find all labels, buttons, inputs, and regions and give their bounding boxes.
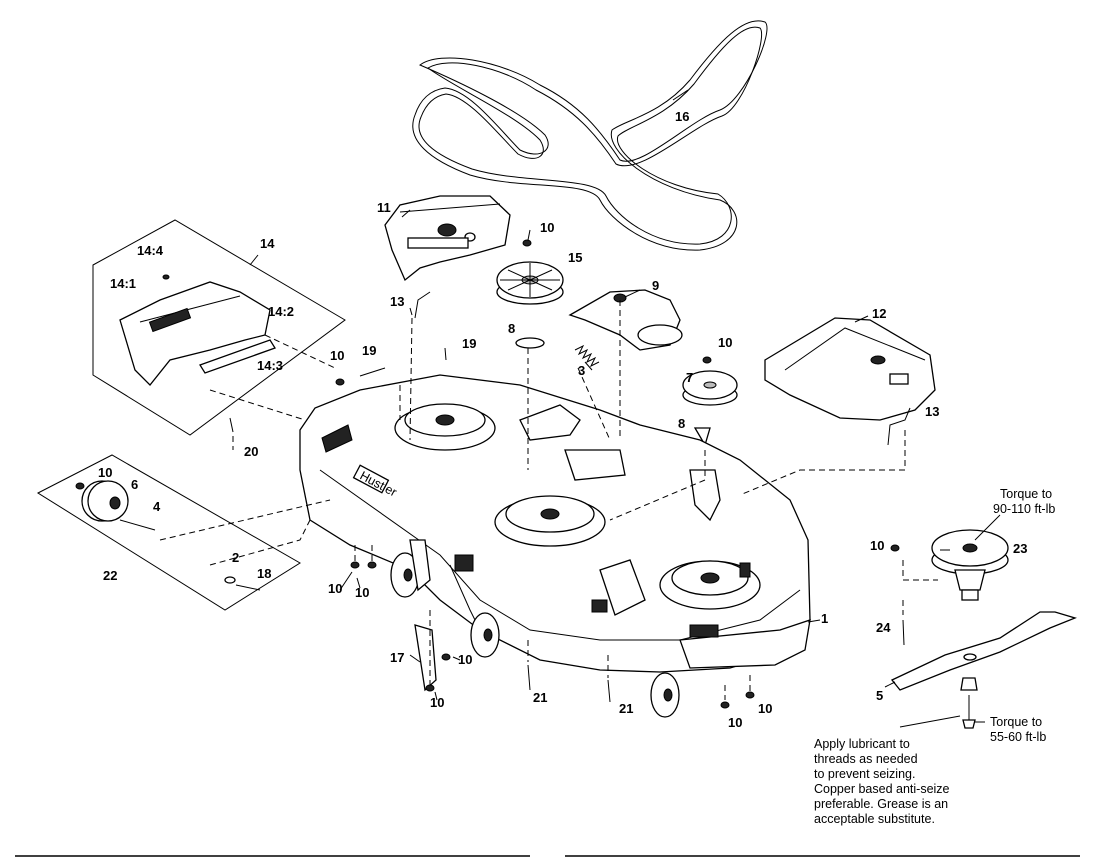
callout-14-4: 14:4	[137, 243, 164, 258]
callout-2: 2	[232, 550, 239, 565]
callout-10: 10	[458, 652, 472, 667]
front-cover-assembly-box	[92, 219, 346, 436]
left-belt-cover	[384, 195, 511, 282]
lubricant-note-line2: threads as needed	[814, 752, 918, 766]
lubricant-note-line4: Copper based anti-seize	[814, 782, 950, 796]
nut-10	[745, 691, 755, 699]
washer-8a	[515, 337, 545, 349]
callout-22: 22	[103, 568, 117, 583]
nut-10	[702, 356, 712, 364]
bolt-21a	[527, 664, 531, 691]
mower-blade	[890, 611, 1077, 691]
bolt-21b	[607, 679, 611, 703]
callout-1: 1	[821, 611, 828, 626]
deck-gauge-wheels	[390, 539, 680, 718]
torque-note-bolt-line1: Torque to	[990, 715, 1042, 729]
callout-9: 9	[652, 278, 659, 293]
callout-8: 8	[508, 321, 515, 336]
callout-10: 10	[758, 701, 772, 716]
anti-scalp-roller-box	[36, 454, 301, 611]
torque-note-spindle: Torque to 90-110 ft-lb	[993, 487, 1055, 516]
callout-15: 15	[568, 250, 582, 265]
callout-23: 23	[1013, 541, 1027, 556]
callout-20: 20	[244, 444, 258, 459]
bolt-20	[229, 417, 234, 433]
callout-4: 4	[153, 499, 161, 514]
lubricant-note-line3: to prevent seizing.	[814, 767, 915, 781]
callout-labels: 16 11 10 15 14 14:4 14:1 14:2 14:3 13 9 …	[98, 109, 1027, 730]
cone-spacer-8b	[693, 427, 711, 447]
callout-14-3: 14:3	[257, 358, 283, 373]
rod-13b	[887, 407, 911, 446]
lubricant-note-line6: acceptable substitute.	[814, 812, 935, 826]
bolt-24	[902, 619, 905, 646]
callout-10: 10	[728, 715, 742, 730]
callout-10: 10	[430, 695, 444, 710]
callout-17: 17	[390, 650, 404, 665]
callout-8: 8	[678, 416, 685, 431]
tension-spring	[574, 344, 600, 368]
nut-10	[720, 701, 730, 709]
callout-14-2: 14:2	[268, 304, 294, 319]
callout-10: 10	[718, 335, 732, 350]
callout-10: 10	[540, 220, 554, 235]
mower-deck-shell: Hustler	[299, 374, 811, 673]
nut-10	[335, 378, 345, 386]
torque-note-spindle-line2: 90-110 ft-lb	[993, 502, 1055, 516]
blade-bolt	[960, 677, 978, 729]
lubricant-note-line1: Apply lubricant to	[814, 737, 910, 751]
callout-13: 13	[925, 404, 939, 419]
torque-note-spindle-line1: Torque to	[1000, 487, 1052, 501]
callout-10: 10	[328, 581, 342, 596]
callout-12: 12	[872, 306, 886, 321]
callout-10: 10	[330, 348, 344, 363]
right-belt-cover	[764, 317, 936, 421]
nut-10	[890, 544, 900, 552]
drive-belt	[412, 20, 768, 251]
nut-10	[350, 561, 360, 569]
bolt-19a	[359, 367, 386, 377]
nut-10	[425, 684, 435, 692]
callout-5: 5	[876, 688, 883, 703]
nut-10	[441, 653, 451, 661]
callout-14-1: 14:1	[110, 276, 136, 291]
nut-10	[367, 561, 377, 569]
callout-10: 10	[355, 585, 369, 600]
bolt-19b	[444, 347, 447, 361]
callout-14: 14	[260, 236, 275, 251]
idler-arm	[568, 289, 683, 351]
callout-10: 10	[870, 538, 884, 553]
leader-lines	[159, 89, 1001, 728]
idler-pulley-7	[682, 370, 738, 406]
lubricant-note-line5: preferable. Grease is an	[814, 797, 948, 811]
idler-pulley-15	[496, 261, 564, 305]
callout-10: 10	[98, 465, 112, 480]
callout-6: 6	[131, 477, 138, 492]
callout-18: 18	[257, 566, 271, 581]
callout-21: 21	[619, 701, 633, 716]
callout-13: 13	[390, 294, 404, 309]
spindle-assembly	[931, 529, 1009, 601]
callout-19: 19	[362, 343, 376, 358]
callout-19: 19	[462, 336, 476, 351]
nut-10	[522, 239, 532, 247]
callout-11: 11	[377, 200, 391, 215]
rod-13a	[414, 291, 431, 319]
callout-21: 21	[533, 690, 547, 705]
torque-note-bolt-line2: 55-60 ft-lb	[990, 730, 1046, 744]
callout-7: 7	[686, 370, 693, 385]
callout-24: 24	[876, 620, 891, 635]
callout-16: 16	[675, 109, 689, 124]
lubricant-note: Apply lubricant to threads as needed to …	[814, 737, 950, 826]
callout-3: 3	[578, 363, 585, 378]
torque-note-blade-bolt: Torque to 55-60 ft-lb	[990, 715, 1046, 744]
